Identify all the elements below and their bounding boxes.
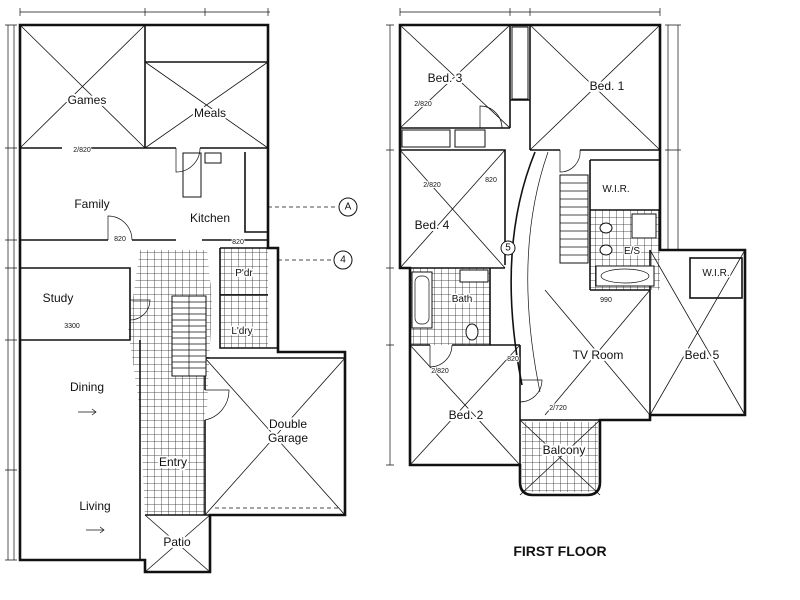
room-label-ensuite: E/S — [624, 246, 640, 257]
stair-curve-inner — [527, 151, 549, 393]
entry-tiled-floor — [140, 410, 205, 515]
ground-floor-roof-hip-lines — [19, 24, 346, 573]
bath-vanity — [459, 269, 489, 283]
ground-floor-internal-walls — [20, 25, 345, 560]
kitchen-island-bench — [182, 152, 202, 198]
bath-tub — [411, 271, 433, 329]
ensuite-basin-1 — [599, 222, 613, 234]
laundry-tiled-floor — [220, 296, 268, 348]
dimension-landing: 990 — [600, 297, 612, 304]
room-label-bed2: Bed. 2 — [449, 408, 484, 422]
room-label-bed5: Bed. 5 — [685, 348, 720, 362]
grid-marker-4 — [333, 250, 353, 270]
room-label-patio: Patio — [163, 535, 191, 549]
ensuite-bath-inner — [600, 268, 650, 284]
dimension-bed3-window: 2/820 — [414, 101, 432, 108]
room-label-wir-bed1: W.I.R. — [602, 184, 629, 195]
room-label-wir-bed5: W.I.R. — [702, 268, 729, 279]
ensuite-shower — [631, 213, 657, 239]
bed3-robe — [401, 129, 451, 148]
first-floor-internal-walls — [400, 25, 660, 465]
dimension-bed2-door: 820 — [507, 356, 519, 363]
room-label-study: Study — [43, 291, 74, 305]
first-floor-roof-hip-lines — [399, 24, 746, 496]
powder-tiled-floor — [220, 248, 268, 295]
first-floor-stair — [559, 174, 589, 264]
room-label-meals: Meals — [194, 106, 226, 120]
room-label-living: Living — [79, 499, 110, 513]
room-label-tv-room: TV Room — [573, 348, 624, 362]
dimension-study-door: 820 — [114, 236, 126, 243]
dimension-bed4-window: 2/820 — [423, 182, 441, 189]
grid-marker-a — [338, 197, 358, 217]
grid-marker-5-label: 5 — [505, 243, 511, 254]
room-label-bath: Bath — [452, 294, 473, 305]
room-label-powder: P'dr — [235, 268, 253, 279]
grid-marker-5 — [500, 240, 516, 256]
first-floor-dimension-lines — [386, 8, 681, 466]
bed4-robe — [454, 129, 486, 148]
first-floor-stair-treads — [560, 182, 588, 256]
grid-lines — [268, 206, 338, 261]
room-label-games: Games — [68, 93, 107, 107]
room-label-kitchen: Kitchen — [190, 211, 230, 225]
dimension-bed2-window: 2/820 — [431, 368, 449, 375]
kitchen-sink — [204, 152, 222, 164]
bed1-robe — [511, 26, 529, 100]
room-label-dining: Dining — [70, 380, 104, 394]
first-floor-door-swings — [429, 105, 581, 403]
ground-floor-dimension-lines — [5, 8, 270, 561]
first-floor-outer-wall — [398, 23, 747, 497]
room-label-family: Family — [74, 197, 109, 211]
dimension-balcony-door: 2/720 — [549, 405, 567, 412]
room-label-bed4: Bed. 4 — [415, 218, 450, 232]
room-label-garage-line2: Garage — [268, 431, 308, 445]
bath-tub-inner — [414, 275, 430, 325]
kitchen-bench — [244, 152, 268, 233]
room-label-entry: Entry — [159, 455, 187, 469]
dimension-bed4-door: 820 — [485, 177, 497, 184]
room-label-bed1: Bed. 1 — [590, 79, 625, 93]
grid-marker-4-label: 4 — [340, 255, 346, 266]
grid-marker-a-label: A — [345, 202, 352, 213]
room-label-laundry: L'dry — [231, 326, 252, 337]
floor-direction-arrows — [78, 408, 105, 534]
dimension-study-width: 3300 — [64, 323, 80, 330]
ground-floor-stair-treads — [172, 296, 206, 376]
first-floor-title: FIRST FLOOR — [513, 543, 606, 559]
bed5-walk-in-robe — [689, 257, 743, 299]
bath-toilet — [465, 323, 479, 341]
ensuite-basin-2 — [599, 244, 613, 256]
first-floor-plan: 5 Bed. 3 Bed. 1 Bed. 4 Bath TV Room Bed.… — [386, 8, 747, 559]
room-label-balcony: Balcony — [543, 443, 586, 457]
ensuite-bath — [595, 265, 655, 287]
room-label-bed3: Bed. 3 — [428, 71, 463, 85]
ground-floor-plan: A 4 Games Meals Family Kitchen Study Din… — [5, 8, 358, 574]
room-label-garage-line1: Double — [269, 417, 307, 431]
stair-void-balustrade — [510, 151, 536, 386]
ground-floor-door-swings — [107, 147, 230, 421]
dimension-family-window: 2/820 — [73, 147, 91, 154]
dimension-kitchen-door: 820 — [232, 239, 244, 246]
